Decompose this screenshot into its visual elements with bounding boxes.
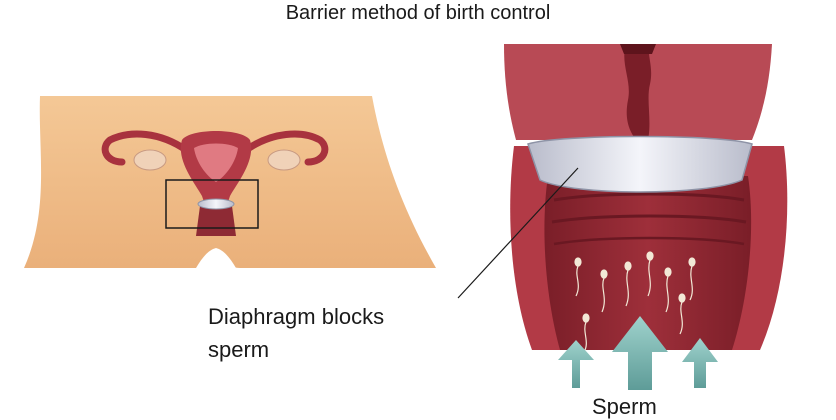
sperm-cell (678, 293, 686, 335)
sperm-cell (582, 313, 590, 353)
callout-line (457, 167, 579, 299)
arrow-up-icon (558, 340, 594, 388)
uterus-small (101, 130, 329, 236)
diaphragm-small (197, 198, 235, 210)
upward-arrows (558, 316, 718, 390)
sperm-cell (688, 257, 696, 301)
left-ovary (133, 149, 167, 171)
sperm-cell (624, 261, 632, 307)
sperm-cell (600, 269, 608, 313)
sperm-label: Sperm (592, 394, 657, 419)
diaphragm-large (527, 135, 753, 193)
sperm-cell (574, 257, 582, 297)
sperm-cell (664, 267, 672, 313)
arrow-up-icon (682, 338, 718, 388)
diaphragm-caption: Diaphragm blocks sperm (208, 304, 385, 362)
cervix-cross-section (504, 44, 788, 350)
sperm-cell (646, 251, 654, 297)
zoom-box (165, 179, 259, 229)
diagram-title: Barrier method of birth control (285, 2, 551, 24)
sperm-cells (574, 251, 696, 353)
arrow-up-icon (612, 316, 668, 390)
right-ovary (267, 149, 301, 171)
